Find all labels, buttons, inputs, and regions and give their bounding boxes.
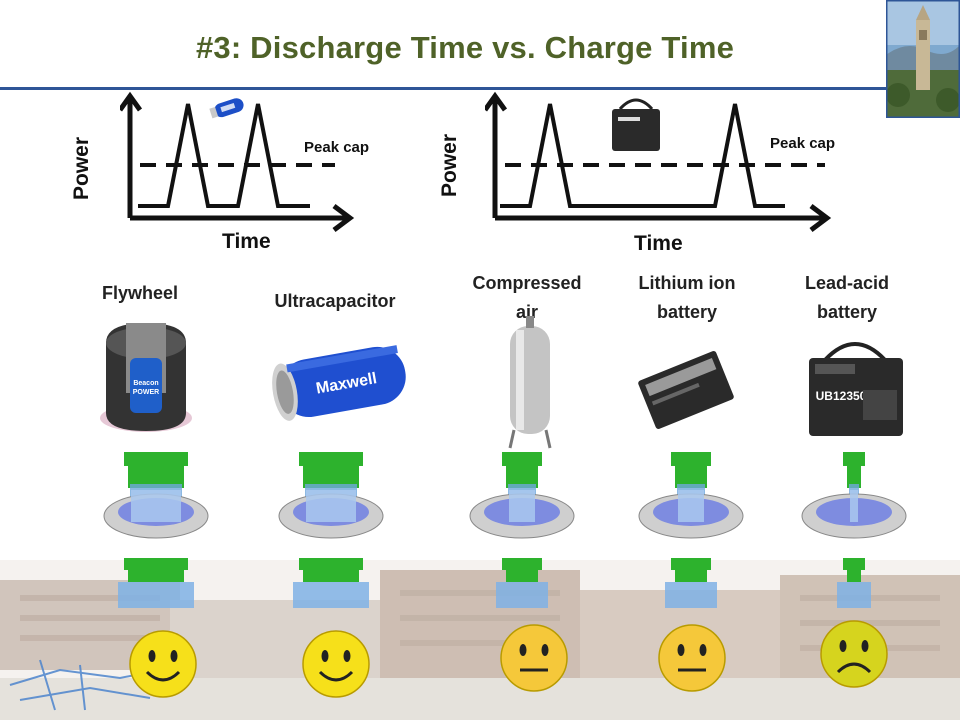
drain-pipe-1: [103, 452, 209, 608]
graph1-x-label: Time: [222, 230, 271, 253]
lead-acid-label: Lead-acid battery: [804, 273, 890, 322]
lithium-ion-battery-icon: [638, 351, 734, 429]
lithium-ion-label: Lithium ion battery: [638, 273, 736, 322]
graph2-peak-label: Peak cap: [770, 135, 836, 152]
power-time-graph-short: [120, 91, 355, 232]
lead-acid-battery-image: UB12350: [809, 342, 903, 436]
ultracapacitor-label: Ultracapacitor: [274, 291, 396, 311]
ultracapacitor-image: Maxwell: [272, 345, 406, 421]
graph1-peak-label: Peak cap: [304, 139, 370, 156]
flywheel-label: Flywheel: [101, 283, 179, 303]
slide-title: #3: Discharge Time vs. Charge Time: [195, 30, 735, 65]
drain-pipe-2: [278, 452, 384, 608]
graph1-y-label: Power: [70, 136, 93, 200]
drain-pipe-3: [469, 452, 575, 608]
svg-text:POWER: POWER: [133, 389, 159, 396]
svg-text:UB12350: UB12350: [816, 389, 867, 403]
happy-face-icon: [302, 630, 370, 698]
compressed-air-tank-icon: [508, 316, 552, 449]
graph2-x-label: Time: [634, 232, 683, 255]
campus-tower-photo: [886, 0, 960, 118]
drain-pipe-5: [801, 452, 907, 608]
neutral-face-icon: [658, 624, 726, 692]
ultracapacitor-icon: [209, 98, 244, 119]
drain-pipe-4: [638, 452, 744, 608]
graph2-y-label: Power: [438, 133, 461, 197]
flywheel-icon: Beacon POWER: [100, 323, 192, 432]
svg-text:Beacon: Beacon: [133, 380, 158, 387]
neutral-face-icon: [500, 624, 568, 692]
power-time-graph-long: [485, 91, 832, 232]
lead-acid-battery-icon: [612, 98, 660, 151]
sad-face-icon: [820, 620, 888, 688]
happy-face-icon: [129, 630, 197, 698]
title-divider: [0, 87, 886, 90]
